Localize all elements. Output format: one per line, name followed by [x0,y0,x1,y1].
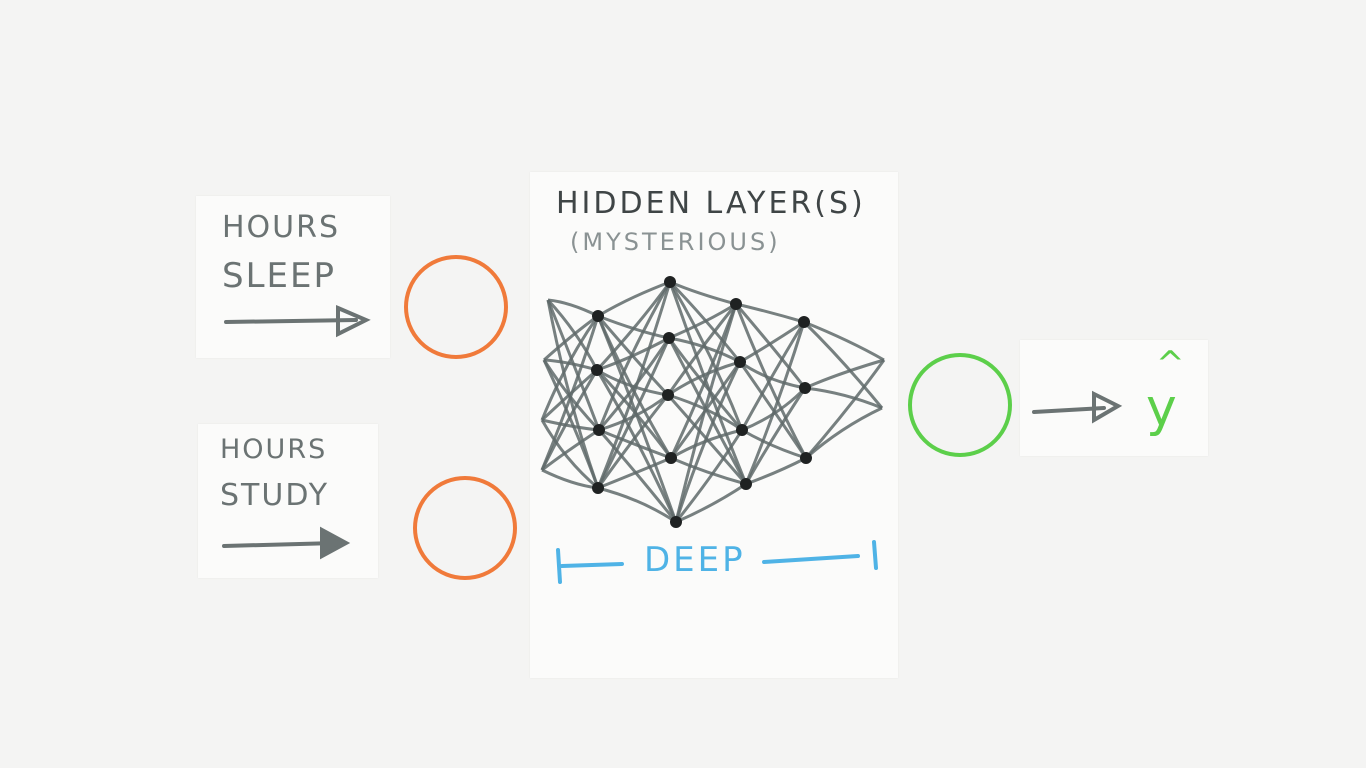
connection-line [667,393,743,432]
input-label-line1: HOURS [222,210,341,245]
connection-line [596,281,672,489]
connection-line [674,303,738,523]
connection-line [597,486,677,524]
connection-line [666,303,738,396]
right-arrow-icon [222,526,351,560]
connection-line [597,280,671,318]
input-label-line1: HOURS [220,434,328,465]
connection-line [596,315,670,397]
connection-line [597,314,670,340]
connection-line [540,369,599,471]
input-card-hours-sleep [196,196,390,358]
right-arrow-icon [1032,390,1123,424]
connection-line [598,428,672,460]
hidden-node [663,332,675,344]
connection-line [803,320,885,362]
connection-line [595,369,678,523]
connection-line [598,393,669,432]
hidden-node [798,316,810,328]
connection-line [668,302,737,340]
connection-line [805,406,883,460]
connection-line [596,394,670,489]
input-neuron-sleep [404,255,508,359]
connection-line [668,281,748,485]
hidden-node [730,298,742,310]
input-card-hours-study [198,424,378,578]
output-card [1020,340,1208,456]
hidden-nodes [591,276,812,528]
hidden-node [665,452,677,464]
connection-line [597,456,672,490]
connection-line [804,358,885,390]
deep-label: DEEP [644,540,746,580]
y-hat-symbol: y [1146,378,1179,438]
input-neuron-study [413,476,517,580]
connection-line [596,368,669,397]
hidden-layers-title: HIDDEN LAYER(S) [556,186,866,221]
connection-line [675,482,747,524]
hidden-node [670,516,682,528]
connection-line [540,315,600,421]
connection-line [735,302,805,324]
hidden-node [664,276,676,288]
connection-line [540,315,600,471]
connection-line [596,337,671,489]
connection-line [540,419,599,490]
hidden-node [662,389,674,401]
hidden-node [593,424,605,436]
connection-line [744,321,806,485]
hidden-node [734,356,746,368]
connection-line [668,336,741,364]
connection-line [597,281,672,431]
connection-line [740,321,806,431]
hidden-node [740,478,752,490]
connection-line [668,280,742,363]
hidden-node [592,310,604,322]
y-hat-caret: ^ [1156,344,1187,384]
input-label-line2: STUDY [220,478,330,513]
hidden-connections [540,280,886,524]
connection-line [802,320,884,409]
connection-line [739,320,805,364]
connection-line [541,428,600,472]
input-label-line2: SLEEP [222,256,336,296]
hidden-node [592,482,604,494]
hidden-node [736,424,748,436]
connection-line [741,428,807,460]
connection-line [540,368,598,422]
connection-line [546,299,601,431]
hidden-node [800,452,812,464]
connection-line [804,359,886,459]
connection-line [804,386,883,410]
hidden-node [591,364,603,376]
connection-line [667,360,741,397]
connection-line [670,456,747,486]
connection-line [667,337,744,431]
right-arrow-icon [224,304,371,338]
deep-bracket [556,540,878,584]
connection-line [668,281,744,431]
connection-line [667,337,748,485]
connection-line [669,361,742,459]
connection-line [674,429,744,523]
hidden-layers-subtitle: (MYSTERIOUS) [570,228,781,256]
connection-line [674,361,742,523]
output-neuron [908,353,1012,457]
connection-line [734,303,807,389]
hidden-node [799,382,811,394]
connection-line [744,387,807,485]
